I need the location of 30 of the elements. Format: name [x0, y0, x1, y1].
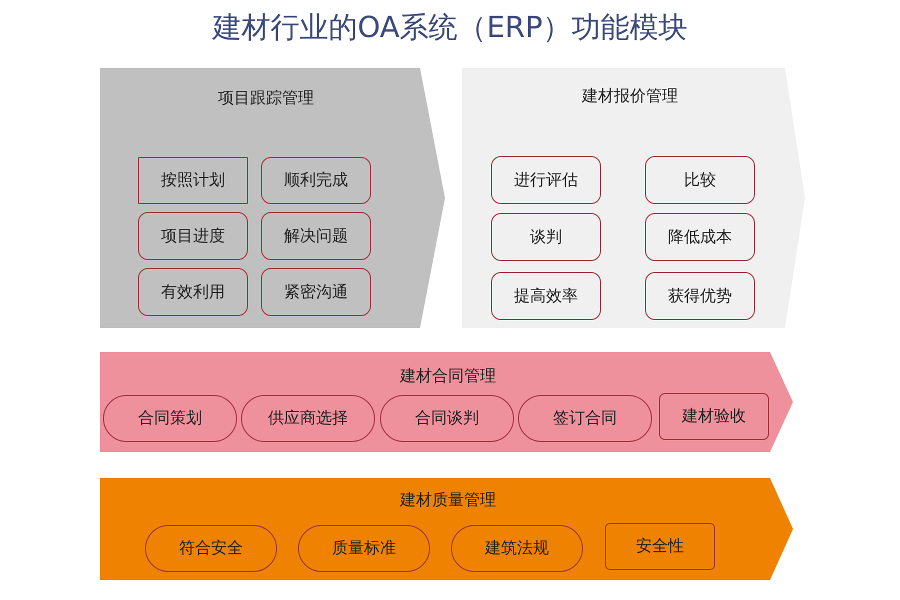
item-box: 进行评估: [491, 156, 601, 204]
item-box: 签订合同: [518, 395, 652, 442]
item-box: 紧密沟通: [261, 268, 371, 316]
item-box: 建筑法规: [451, 525, 583, 572]
item-box: 项目进度: [138, 212, 248, 260]
panel-heading: 建材质量管理: [400, 490, 496, 511]
item-box: 供应商选择: [241, 395, 375, 442]
item-box: 获得优势: [645, 272, 755, 320]
panel-heading: 项目跟踪管理: [218, 88, 314, 109]
item-box: 有效利用: [138, 268, 248, 316]
panel-heading: 建材合同管理: [400, 366, 496, 387]
item-box: 顺利完成: [261, 157, 371, 204]
item-box: 按照计划: [138, 157, 248, 204]
item-box: 提高效率: [491, 272, 601, 320]
arrow-panel: [462, 68, 805, 328]
item-box: 建材验收: [659, 393, 769, 440]
item-box: 比较: [645, 156, 755, 204]
arrow-panel: [100, 68, 445, 328]
item-box: 安全性: [605, 523, 715, 570]
arrow-panel: [100, 352, 793, 452]
item-box: 降低成本: [645, 213, 755, 261]
item-box: 质量标准: [298, 525, 430, 572]
item-box: 谈判: [491, 213, 601, 261]
item-box: 合同策划: [103, 395, 237, 442]
item-box: 符合安全: [145, 525, 277, 572]
arrow-panel: [100, 478, 793, 580]
panel-heading: 建材报价管理: [582, 86, 678, 107]
diagram-title: 建材行业的OA系统（ERP）功能模块: [211, 9, 689, 46]
item-box: 合同谈判: [380, 395, 514, 442]
item-box: 解决问题: [261, 212, 371, 260]
